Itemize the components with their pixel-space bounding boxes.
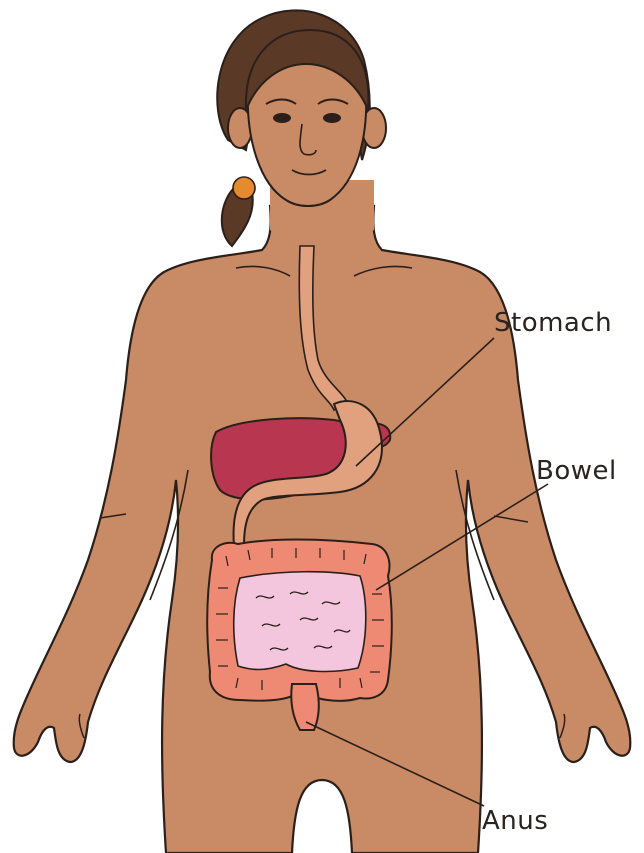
stomach-label: Stomach — [494, 308, 612, 338]
body-silhouette — [14, 206, 631, 853]
anus-label: Anus — [482, 806, 548, 836]
bowel-label: Bowel — [536, 456, 617, 486]
hair-tie — [233, 177, 255, 199]
